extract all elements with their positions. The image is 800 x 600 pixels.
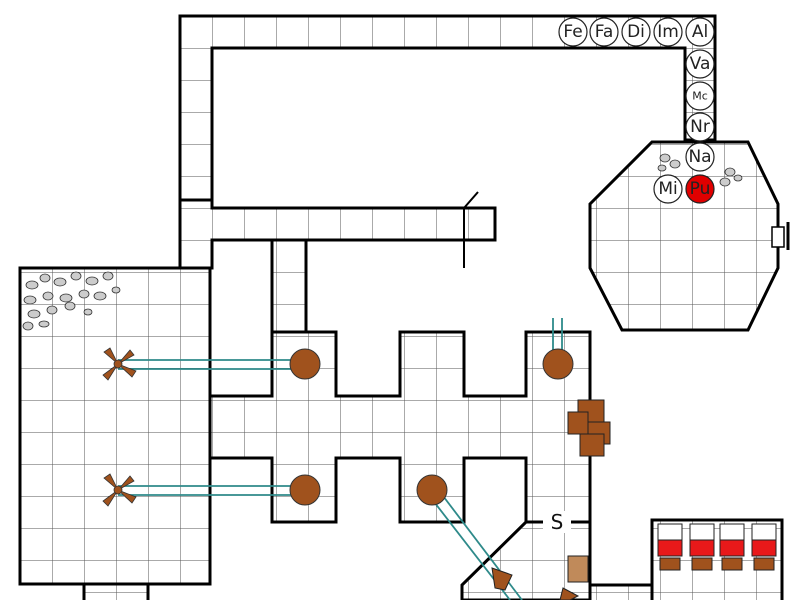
secret-door: S xyxy=(543,510,571,534)
lower-left-exit xyxy=(82,582,150,600)
token[interactable]: Mc xyxy=(685,81,715,111)
token[interactable]: Al xyxy=(685,17,715,47)
fan-icon xyxy=(102,473,137,507)
token-label: Nr xyxy=(690,117,710,137)
token-label: Fe xyxy=(563,22,582,42)
token-label: Al xyxy=(692,22,708,42)
token-label: Mi xyxy=(658,179,677,199)
rubble-pile xyxy=(22,153,743,331)
bed-icon xyxy=(719,523,745,571)
token-label: Pu xyxy=(690,179,711,199)
bed-icon xyxy=(657,523,683,571)
bed-icon xyxy=(751,523,777,571)
token[interactable]: Im xyxy=(653,17,683,47)
token[interactable]: Mi xyxy=(653,174,683,204)
token-label: Di xyxy=(627,22,645,42)
token[interactable]: Na xyxy=(685,142,715,172)
character-tokens: Fe Fa Di Im Al Va Mc Nr xyxy=(558,17,715,204)
token[interactable]: Va xyxy=(685,49,715,79)
octagon-chamber xyxy=(588,140,780,332)
fan-icon xyxy=(102,347,137,381)
token-label: Na xyxy=(688,147,711,167)
token[interactable]: Fe xyxy=(558,17,588,47)
pillar xyxy=(289,474,321,506)
west-hall xyxy=(18,266,212,586)
bed-icon xyxy=(689,523,715,571)
pillar xyxy=(542,348,574,380)
debris-icon xyxy=(491,555,589,600)
token[interactable]: Nr xyxy=(685,112,715,142)
token[interactable]: Di xyxy=(621,17,651,47)
token-label: Fa xyxy=(595,22,614,42)
token-label: Mc xyxy=(692,90,708,103)
crate-stack-icon xyxy=(567,399,611,457)
token[interactable]: Pu xyxy=(685,174,715,204)
token-label: Im xyxy=(657,22,679,42)
token[interactable]: Fa xyxy=(589,17,619,47)
pillars xyxy=(289,348,574,506)
pillar xyxy=(416,474,448,506)
pillar xyxy=(289,348,321,380)
beds xyxy=(657,523,777,571)
chamber-door xyxy=(771,222,790,250)
lower-corridor xyxy=(588,583,654,600)
token-label: Va xyxy=(690,54,711,74)
secret-door-label: S xyxy=(551,510,564,534)
